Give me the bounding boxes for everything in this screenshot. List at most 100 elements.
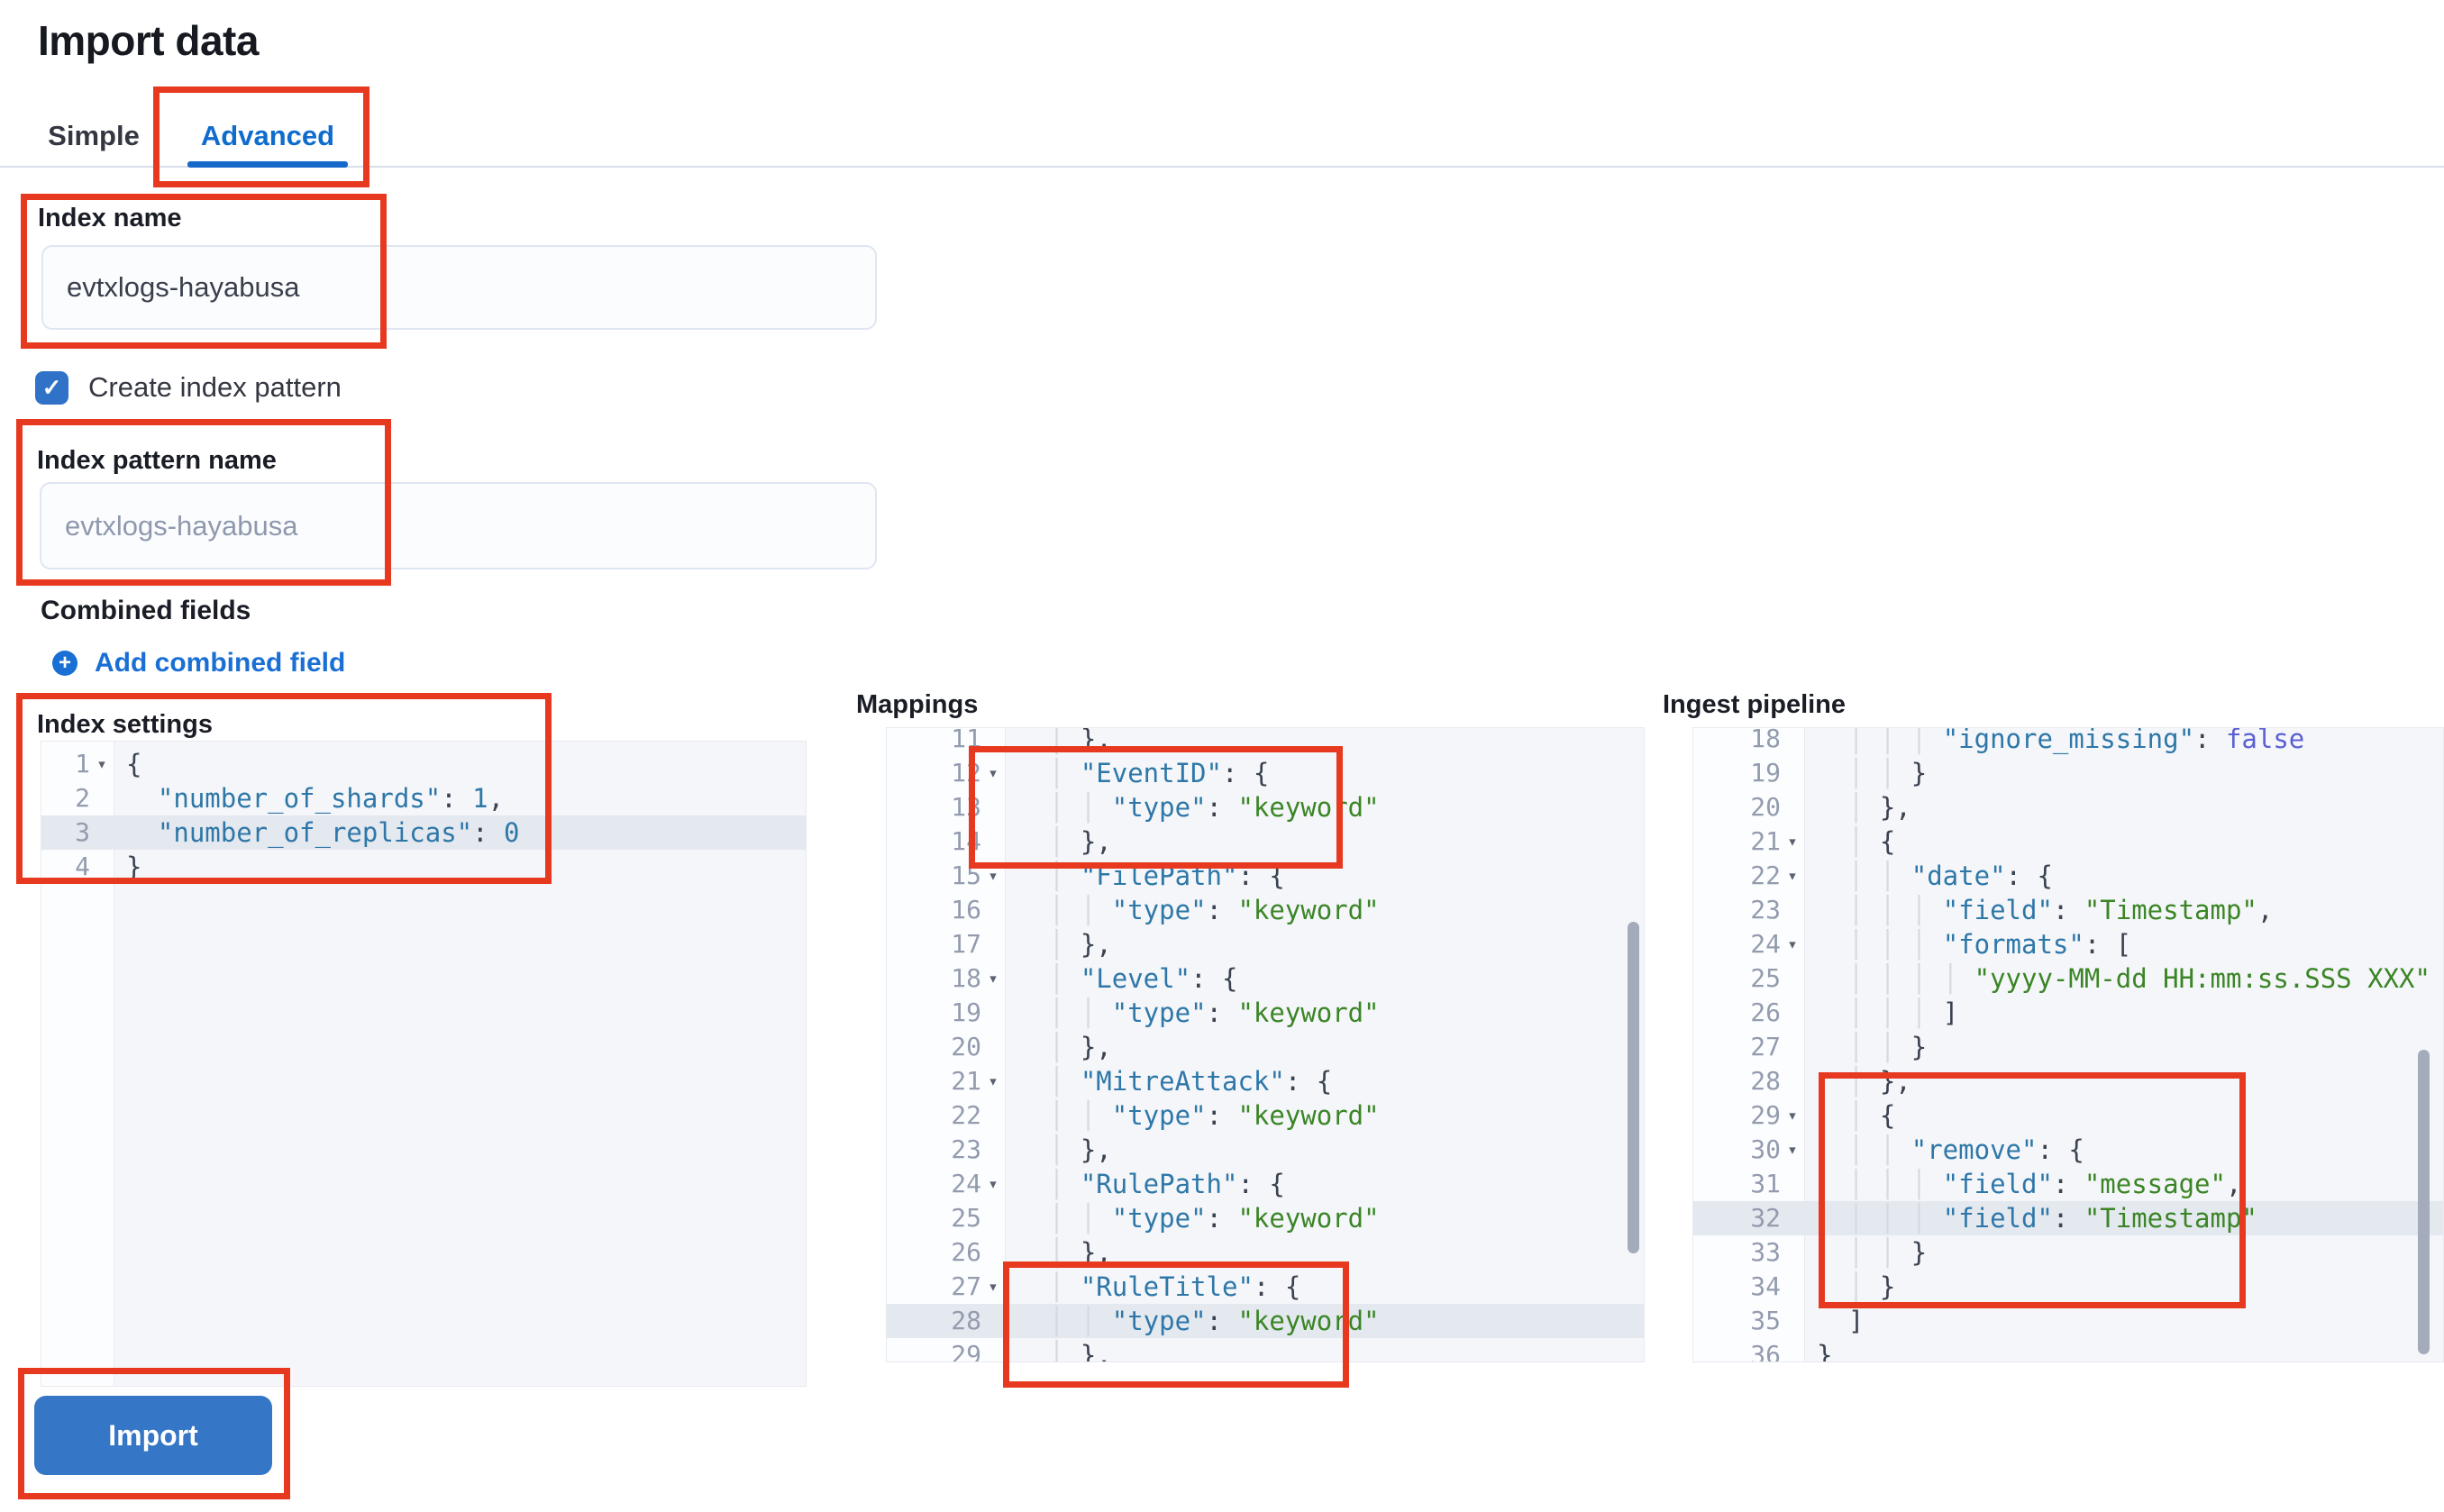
code-text: "number_of_replicas": 0	[157, 817, 520, 848]
line-number: 21▾	[1693, 824, 1804, 859]
fold-arrow-icon[interactable]: ▾	[1787, 866, 1798, 886]
add-combined-field-link[interactable]: + Add combined field	[52, 647, 345, 679]
code-line-29[interactable]: 29▾ │ {	[1693, 1098, 2443, 1133]
ingest-pipeline-scrollbar[interactable]	[2418, 1050, 2430, 1354]
fold-arrow-icon[interactable]: ▾	[988, 866, 999, 886]
code-line-16[interactable]: 16 │ │ "type": "keyword"	[887, 893, 1644, 927]
code-line-26[interactable]: 26 │ },	[887, 1235, 1644, 1270]
tab-simple[interactable]: Simple	[48, 120, 140, 151]
code-line-19[interactable]: 19 │ │ "type": "keyword"	[887, 996, 1644, 1030]
code-line-2[interactable]: 2 "number_of_shards": 1,	[41, 781, 806, 815]
code-line-21[interactable]: 21▾ │ {	[1693, 824, 2443, 859]
code-text: │ },	[1017, 1134, 1112, 1165]
code-line-27[interactable]: 27 │ │ }	[1693, 1030, 2443, 1064]
code-line-28[interactable]: 28 │ },	[1693, 1064, 2443, 1098]
mappings-editor[interactable]: 11 │ },12▾ │ "EventID": {13 │ │ "type": …	[886, 727, 1645, 1362]
code-text: │ {	[1817, 1100, 1896, 1131]
code-text: │ │ │ "formats": [	[1817, 929, 2132, 960]
code-line-23[interactable]: 23 │ },	[887, 1133, 1644, 1167]
line-number: 29▾	[1693, 1098, 1804, 1133]
code-line-33[interactable]: 33 │ │ }	[1693, 1235, 2443, 1270]
line-number: 28	[951, 1306, 981, 1335]
code-line-29[interactable]: 29 │ },	[887, 1338, 1644, 1362]
fold-arrow-icon[interactable]: ▾	[988, 1174, 999, 1194]
code-text: │ },	[1817, 1066, 1911, 1097]
code-text: │ │ }	[1817, 758, 1928, 788]
code-text: │ │ │ "ignore_missing": false	[1817, 727, 2305, 754]
code-text: │ },	[1017, 1237, 1112, 1268]
code-line-3[interactable]: 3 "number_of_replicas": 0	[41, 815, 806, 850]
code-line-18[interactable]: 18 │ │ │ "ignore_missing": false	[1693, 727, 2443, 756]
fold-arrow-icon[interactable]: ▾	[1787, 1140, 1798, 1160]
code-line-36[interactable]: 36}	[1693, 1338, 2443, 1362]
code-line-15[interactable]: 15▾ │ "FilePath": {	[887, 859, 1644, 893]
code-line-20[interactable]: 20 │ },	[1693, 790, 2443, 824]
tab-advanced-underline	[187, 161, 348, 168]
fold-arrow-icon[interactable]: ▾	[1787, 832, 1798, 852]
index-settings-editor[interactable]: 1▾{2 "number_of_shards": 1,3 "number_of_…	[41, 741, 807, 1387]
code-line-14[interactable]: 14 │ },	[887, 824, 1644, 859]
code-line-25[interactable]: 25 │ │ "type": "keyword"	[887, 1201, 1644, 1235]
code-line-30[interactable]: 30▾ │ │ "remove": {	[1693, 1133, 2443, 1167]
line-number: 30▾	[1693, 1133, 1804, 1167]
line-number: 3	[75, 817, 90, 847]
code-line-26[interactable]: 26 │ │ │ ]	[1693, 996, 2443, 1030]
line-number: 25	[1750, 963, 1781, 993]
fold-arrow-icon[interactable]: ▾	[988, 1071, 999, 1091]
code-line-1[interactable]: 1▾{	[41, 747, 806, 781]
code-line-31[interactable]: 31 │ │ │ "field": "message",	[1693, 1167, 2443, 1201]
code-line-12[interactable]: 12▾ │ "EventID": {	[887, 756, 1644, 790]
code-line-27[interactable]: 27▾ │ "RuleTitle": {	[887, 1270, 1644, 1304]
code-text: │ "Level": {	[1017, 963, 1238, 994]
tab-divider	[0, 166, 2444, 168]
code-text: │ "EventID": {	[1017, 758, 1270, 788]
code-line-24[interactable]: 24▾ │ "RulePath": {	[887, 1167, 1644, 1201]
code-line-21[interactable]: 21▾ │ "MitreAttack": {	[887, 1064, 1644, 1098]
code-text: │ │ }	[1817, 1237, 1928, 1268]
fold-arrow-icon[interactable]: ▾	[1787, 1106, 1798, 1125]
code-line-20[interactable]: 20 │ },	[887, 1030, 1644, 1064]
code-line-13[interactable]: 13 │ │ "type": "keyword"	[887, 790, 1644, 824]
code-line-19[interactable]: 19 │ │ }	[1693, 756, 2443, 790]
line-number: 25	[951, 1203, 981, 1233]
line-number: 2	[75, 783, 90, 813]
create-index-pattern-label: Create index pattern	[88, 371, 342, 403]
code-text: ]	[1817, 1306, 1865, 1336]
code-line-23[interactable]: 23 │ │ │ "field": "Timestamp",	[1693, 893, 2443, 927]
line-number: 22▾	[1693, 859, 1804, 893]
code-line-35[interactable]: 35 ]	[1693, 1304, 2443, 1338]
code-line-22[interactable]: 22 │ │ "type": "keyword"	[887, 1098, 1644, 1133]
code-line-18[interactable]: 18▾ │ "Level": {	[887, 961, 1644, 996]
line-number: 20	[951, 1032, 981, 1061]
tab-bar: Simple Advanced	[0, 106, 2444, 168]
mappings-scrollbar[interactable]	[1628, 922, 1639, 1253]
code-line-22[interactable]: 22▾ │ │ "date": {	[1693, 859, 2443, 893]
code-text: │ │ "remove": {	[1817, 1134, 2084, 1165]
code-line-11[interactable]: 11 │ },	[887, 728, 1644, 756]
code-text: │ │ "type": "keyword"	[1017, 895, 1380, 925]
index-name-input[interactable]	[41, 245, 877, 330]
index-pattern-name-input[interactable]	[40, 482, 877, 569]
create-index-pattern-checkbox[interactable]: ✓	[35, 370, 68, 405]
ingest-pipeline-label: Ingest pipeline	[1663, 690, 1847, 719]
line-number: 13	[951, 792, 981, 822]
line-number: 35	[1750, 1306, 1781, 1335]
import-button[interactable]: Import	[34, 1396, 272, 1475]
code-line-25[interactable]: 25 │ │ │ │ "yyyy-MM-dd HH:mm:ss.SSS XXX"	[1693, 961, 2443, 996]
fold-arrow-icon[interactable]: ▾	[988, 1277, 999, 1297]
code-text: │ │ "type": "keyword"	[1017, 792, 1380, 823]
tab-advanced[interactable]: Advanced	[200, 120, 335, 151]
code-line-4[interactable]: 4}	[41, 850, 806, 884]
code-line-32[interactable]: 32 │ │ │ "field": "Timestamp"	[1693, 1201, 2443, 1235]
code-text: │ │ "date": {	[1817, 861, 2053, 891]
code-line-34[interactable]: 34 │ }	[1693, 1270, 2443, 1304]
code-line-17[interactable]: 17 │ },	[887, 927, 1644, 961]
code-line-28[interactable]: 28 │ │ "type": "keyword"	[887, 1304, 1644, 1338]
code-line-24[interactable]: 24▾ │ │ │ "formats": [	[1693, 927, 2443, 961]
fold-arrow-icon[interactable]: ▾	[988, 763, 999, 783]
fold-arrow-icon[interactable]: ▾	[988, 969, 999, 988]
fold-arrow-icon[interactable]: ▾	[1787, 934, 1798, 954]
fold-arrow-icon[interactable]: ▾	[96, 754, 107, 774]
